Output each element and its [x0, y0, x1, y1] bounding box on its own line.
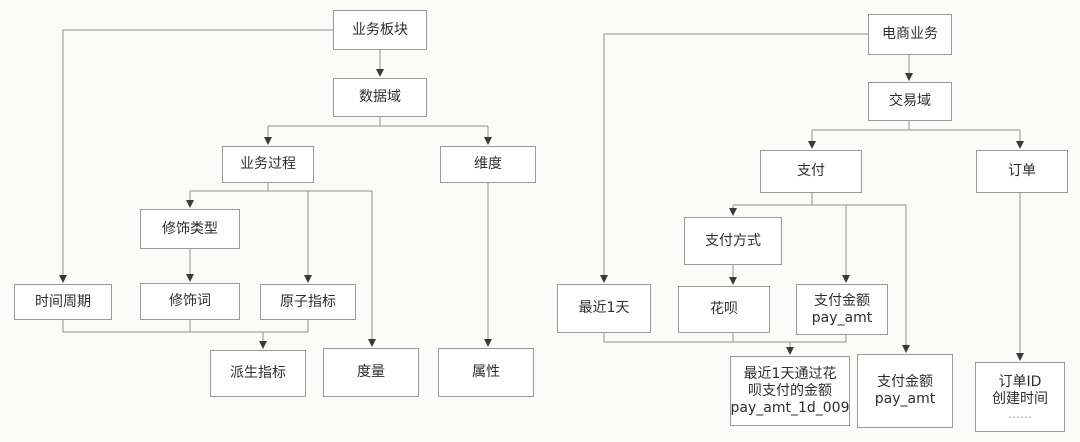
node-ecommerce: 电商业务 — [868, 14, 952, 55]
node-dimension: 维度 — [440, 146, 536, 183]
node-business-process: 业务过程 — [222, 146, 314, 183]
derived-example-code: pay_amt_1d_009 — [730, 399, 850, 416]
node-measure: 度量 — [323, 348, 419, 397]
node-pay-amount-measure: 支付金额 pay_amt — [857, 354, 953, 428]
node-attribute: 属性 — [438, 348, 534, 397]
node-modifier: 修饰词 — [140, 283, 240, 320]
derived-example-line2: 呗支付的金额 — [748, 382, 832, 399]
node-derived-metric: 派生指标 — [210, 350, 306, 397]
pay-amount-measure-code: pay_amt — [874, 391, 936, 407]
connector-ecommerce-to-last-1-day — [600, 33, 868, 283]
node-time-period: 时间周期 — [14, 284, 112, 320]
connector-segment-to-time-period — [59, 29, 333, 283]
node-order-attrs: 订单ID 创建时间 …… — [975, 362, 1065, 432]
connector-example-merge — [603, 333, 847, 343]
node-payment: 支付 — [760, 150, 862, 193]
pay-amount-code: pay_amt — [811, 309, 873, 326]
node-business-segment: 业务板块 — [333, 10, 427, 50]
derived-example-line1: 最近1天通过花 — [743, 365, 837, 382]
node-modifier-type: 修饰类型 — [140, 209, 240, 249]
order-attr-created: 创建时间 — [992, 391, 1048, 407]
node-atomic-metric: 原子指标 — [260, 284, 356, 320]
node-pay-amount: 支付金额 pay_amt — [796, 284, 888, 335]
pay-amount-label: 支付金额 — [814, 292, 870, 309]
node-payment-method: 支付方式 — [684, 217, 782, 265]
pay-amount-measure-label: 支付金额 — [877, 374, 933, 390]
node-derived-example: 最近1天通过花 呗支付的金额 pay_amt_1d_009 — [730, 356, 850, 426]
node-huabei: 花呗 — [678, 286, 770, 333]
order-attr-ellipsis: …… — [1008, 407, 1032, 421]
node-trade-domain: 交易域 — [868, 82, 952, 121]
order-attr-id: 订单ID — [998, 374, 1042, 390]
node-last-1-day: 最近1天 — [557, 284, 651, 333]
node-order: 订单 — [976, 150, 1068, 193]
node-data-domain: 数据域 — [333, 78, 427, 117]
connector-metrics-merge — [62, 320, 309, 333]
